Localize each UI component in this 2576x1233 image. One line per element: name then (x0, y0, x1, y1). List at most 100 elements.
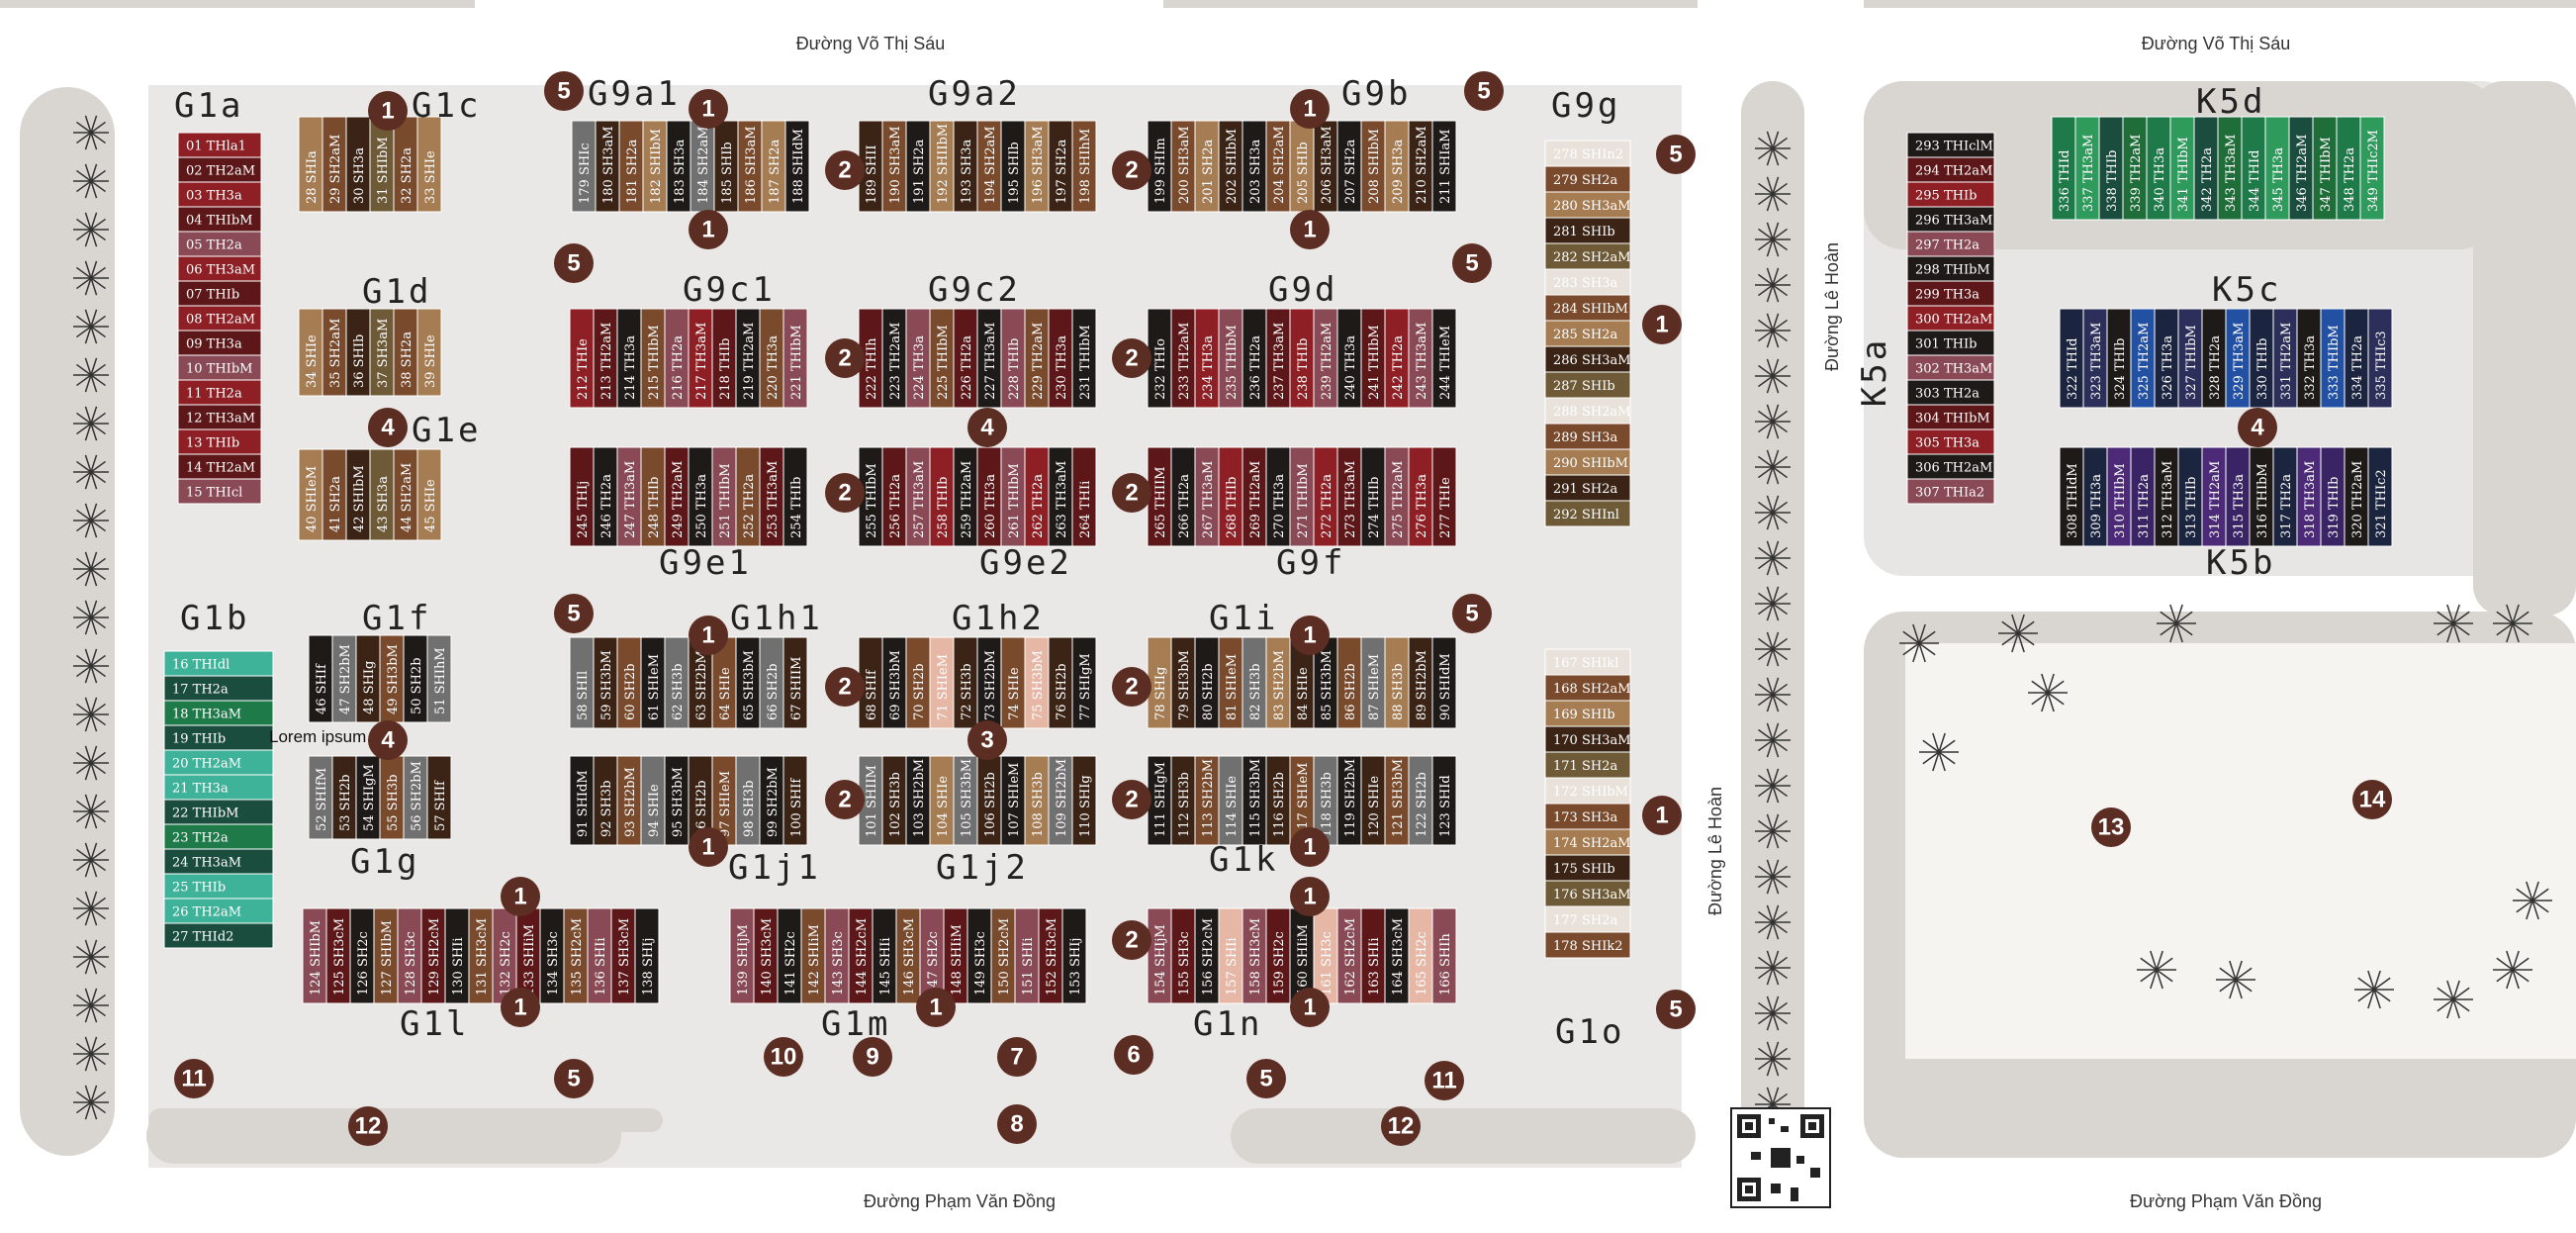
lot-k5b-6[interactable] (2201, 446, 2227, 547)
lot-g9e2-2[interactable] (905, 446, 931, 547)
lot-g9b-0[interactable] (1147, 120, 1172, 213)
lot-g1h2-2[interactable] (905, 636, 931, 729)
lot-g1m-14[interactable] (1061, 907, 1087, 1004)
lot-g9e2-7[interactable] (1024, 446, 1050, 547)
lot-k5b-3[interactable] (2130, 446, 2156, 547)
lot-k5a-6[interactable] (1906, 280, 1995, 307)
lot-g9d-3[interactable] (1218, 308, 1243, 409)
lot-g1h2-1[interactable] (881, 636, 907, 729)
lot-g9b-8[interactable] (1336, 120, 1362, 213)
lot-g1k-1[interactable] (1170, 755, 1196, 846)
lot-g1b-2[interactable] (163, 700, 274, 726)
lot-k5a-3[interactable] (1906, 206, 1995, 233)
lot-g1e-3[interactable] (369, 448, 395, 541)
lot-g1a-7[interactable] (177, 305, 262, 332)
lot-k5b-9[interactable] (2272, 446, 2298, 547)
lot-g9f-3[interactable] (1218, 446, 1243, 547)
marker-4[interactable]: 4 (368, 720, 408, 760)
lot-g1m-2[interactable] (777, 907, 802, 1004)
marker-1[interactable]: 1 (916, 988, 956, 1027)
lot-g1b-5[interactable] (163, 774, 274, 801)
marker-1[interactable]: 1 (689, 827, 728, 867)
marker-2[interactable]: 2 (1112, 780, 1151, 819)
lot-g1m-10[interactable] (966, 907, 992, 1004)
lot-k5c-13[interactable] (2367, 308, 2393, 409)
lot-g1a-13[interactable] (177, 453, 262, 480)
lot-g9f-5[interactable] (1265, 446, 1291, 547)
lot-g1l-14[interactable] (634, 907, 660, 1004)
lot-g1k-4[interactable] (1242, 755, 1267, 846)
lot-k5d-5[interactable] (2169, 116, 2195, 221)
lot-g9d-4[interactable] (1242, 308, 1267, 409)
lot-g1h1-1[interactable] (593, 636, 618, 729)
lot-g1o-2[interactable] (1544, 700, 1631, 727)
lot-g1h2-6[interactable] (1000, 636, 1026, 729)
lot-k5b-13[interactable] (2367, 446, 2393, 547)
marker-4[interactable]: 4 (368, 408, 408, 447)
lot-g9e2-3[interactable] (929, 446, 955, 547)
lot-g1c-3[interactable] (369, 116, 395, 213)
lot-g1n-0[interactable] (1147, 907, 1172, 1004)
lot-g9b-3[interactable] (1218, 120, 1243, 213)
lot-k5c-0[interactable] (2059, 308, 2084, 409)
lot-g1k-2[interactable] (1194, 755, 1220, 846)
lot-g1e-0[interactable] (298, 448, 323, 541)
lot-k5b-0[interactable] (2059, 446, 2084, 547)
lot-g1b-11[interactable] (163, 922, 274, 949)
lot-g9e1-3[interactable] (640, 446, 666, 547)
lot-g9b-11[interactable] (1408, 120, 1433, 213)
lot-g9d-11[interactable] (1408, 308, 1433, 409)
lot-k5a-14[interactable] (1906, 478, 1995, 505)
lot-g1i-8[interactable] (1336, 636, 1362, 729)
lot-g1l-0[interactable] (302, 907, 327, 1004)
lot-g9a1-8[interactable] (761, 120, 786, 213)
lot-g9f-6[interactable] (1289, 446, 1315, 547)
lot-k5c-4[interactable] (2154, 308, 2179, 409)
lot-g1d-2[interactable] (345, 308, 371, 397)
lot-g1l-13[interactable] (610, 907, 636, 1004)
lot-g9b-9[interactable] (1360, 120, 1386, 213)
lot-g1c-5[interactable] (416, 116, 442, 213)
lot-k5d-1[interactable] (2074, 116, 2100, 221)
lot-g1i-1[interactable] (1170, 636, 1196, 729)
marker-2[interactable]: 2 (825, 667, 865, 707)
lot-g1m-7[interactable] (895, 907, 921, 1004)
lot-k5b-7[interactable] (2225, 446, 2251, 547)
lot-g1m-11[interactable] (990, 907, 1016, 1004)
lot-k5c-8[interactable] (2249, 308, 2274, 409)
lot-g1n-8[interactable] (1336, 907, 1362, 1004)
lot-g9a1-1[interactable] (595, 120, 620, 213)
lot-g1h1-4[interactable] (664, 636, 690, 729)
lot-g9c1-5[interactable] (688, 308, 713, 409)
lot-g1l-5[interactable] (420, 907, 446, 1004)
marker-1[interactable]: 1 (1642, 305, 1682, 344)
lot-g1j1-9[interactable] (782, 755, 808, 846)
lot-g9b-1[interactable] (1170, 120, 1196, 213)
marker-2[interactable]: 2 (825, 150, 865, 190)
lot-g1j1-4[interactable] (664, 755, 690, 846)
marker-1[interactable]: 1 (1290, 616, 1330, 655)
lot-g1o-3[interactable] (1544, 725, 1631, 753)
lot-g9g-1[interactable] (1544, 165, 1631, 193)
lot-g1l-12[interactable] (587, 907, 612, 1004)
lot-g9f-11[interactable] (1408, 446, 1433, 547)
marker-2[interactable]: 2 (1112, 920, 1151, 960)
lot-g9d-1[interactable] (1170, 308, 1196, 409)
marker-6[interactable]: 6 (1114, 1035, 1153, 1075)
lot-g9e1-2[interactable] (616, 446, 642, 547)
lot-g9d-2[interactable] (1194, 308, 1220, 409)
lot-g1i-5[interactable] (1265, 636, 1291, 729)
lot-g9c1-4[interactable] (664, 308, 690, 409)
lot-g9a2-9[interactable] (1071, 120, 1097, 213)
lot-g1a-2[interactable] (177, 181, 262, 208)
lot-g1j1-7[interactable] (735, 755, 761, 846)
lot-k5d-11[interactable] (2312, 116, 2338, 221)
lot-g1d-5[interactable] (416, 308, 442, 397)
marker-2[interactable]: 2 (1112, 150, 1151, 190)
lot-g1m-1[interactable] (753, 907, 779, 1004)
lot-g9e1-5[interactable] (688, 446, 713, 547)
lot-g9a1-4[interactable] (666, 120, 691, 213)
lot-g9f-1[interactable] (1170, 446, 1196, 547)
lot-g1e-2[interactable] (345, 448, 371, 541)
lot-g9a1-2[interactable] (618, 120, 644, 213)
